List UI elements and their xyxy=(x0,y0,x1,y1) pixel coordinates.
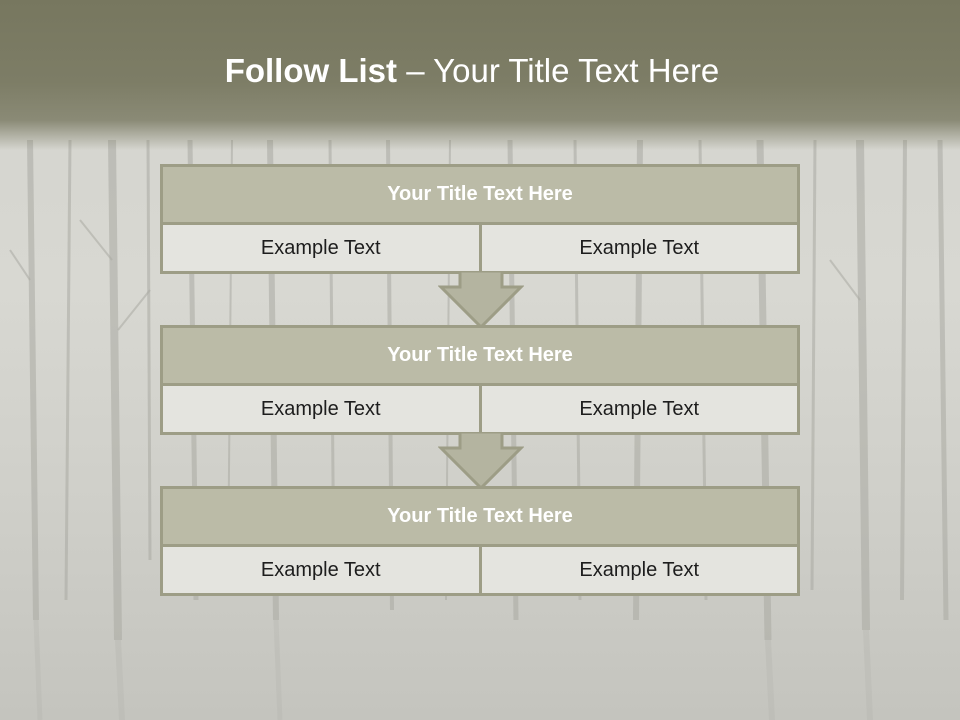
step-box-1: Your Title Text Here Example Text Exampl… xyxy=(160,164,800,274)
down-arrow-icon xyxy=(438,432,524,490)
step-row: Example Text Example Text xyxy=(163,225,797,271)
step-box-3: Your Title Text Here Example Text Exampl… xyxy=(160,486,800,596)
step-row: Example Text Example Text xyxy=(163,386,797,432)
step-cell-right: Example Text xyxy=(579,236,700,259)
step-title: Your Title Text Here xyxy=(163,489,797,547)
step-box-2: Your Title Text Here Example Text Exampl… xyxy=(160,325,800,435)
step-cell-left: Example Text xyxy=(163,225,482,271)
down-arrow-icon xyxy=(438,271,524,329)
step-cell-right: Example Text xyxy=(579,397,700,420)
slide-title: Follow List – Your Title Text Here xyxy=(0,52,944,90)
step-cell-right: Example Text xyxy=(579,558,700,581)
step-cell-left: Example Text xyxy=(163,386,482,432)
step-row: Example Text Example Text xyxy=(163,547,797,593)
slide-title-rest: – Your Title Text Here xyxy=(397,52,720,89)
step-cell-left: Example Text xyxy=(163,547,482,593)
slide-title-bold: Follow List xyxy=(224,52,398,89)
step-title: Your Title Text Here xyxy=(163,328,797,386)
step-title: Your Title Text Here xyxy=(163,167,797,225)
title-band xyxy=(0,0,960,150)
